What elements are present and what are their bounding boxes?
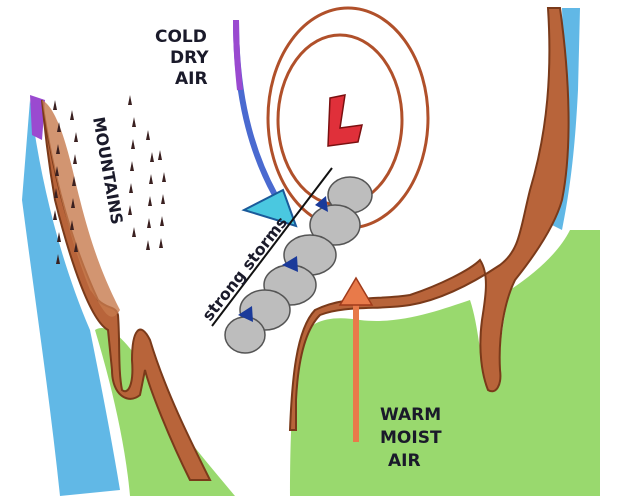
mountain-icon xyxy=(148,196,152,206)
warm-air-label-1: WARM xyxy=(380,405,441,425)
left-land-fill xyxy=(42,100,120,317)
mountain-icon xyxy=(149,174,153,184)
mountain-icon xyxy=(128,205,132,215)
mountain-icon xyxy=(160,216,164,226)
storm-cloud xyxy=(224,176,373,354)
mountain-icon xyxy=(150,152,154,162)
mountain-icon xyxy=(53,210,57,220)
mountain-icon xyxy=(56,144,60,154)
mountain-icon xyxy=(57,232,61,242)
warm-air-label-2: MOIST xyxy=(380,428,442,448)
mountain-icon xyxy=(158,150,162,160)
mountain-icon xyxy=(146,240,150,250)
right-grass-blank xyxy=(600,230,624,496)
mountain-icon xyxy=(129,183,133,193)
mountain-icon xyxy=(72,176,76,186)
cold-air-label-3: AIR xyxy=(175,69,208,89)
mountain-icon xyxy=(74,242,78,252)
cold-air-label-1: COLD xyxy=(155,27,207,47)
low-pressure-symbol xyxy=(327,94,363,147)
mountain-icon xyxy=(132,117,136,127)
mountain-icon xyxy=(162,172,166,182)
right-land xyxy=(288,7,570,431)
mountain-icon xyxy=(73,154,77,164)
mountain-icon xyxy=(130,161,134,171)
mountain-icon xyxy=(56,254,60,264)
right-grass xyxy=(290,230,624,496)
mountain-icon xyxy=(57,122,61,132)
mountain-icon xyxy=(159,238,163,248)
mountain-icon xyxy=(161,194,165,204)
mountain-icon xyxy=(71,198,75,208)
mountain-icon xyxy=(74,132,78,142)
mountain-icon xyxy=(70,110,74,120)
warm-air-label-3: AIR xyxy=(388,451,421,471)
front-triangle xyxy=(238,306,253,322)
mountain-icon xyxy=(132,227,136,237)
front-triangle xyxy=(282,256,298,272)
mountain-icon xyxy=(53,100,57,110)
cold-air-arrowhead xyxy=(241,188,298,228)
mountain-symbols xyxy=(53,95,166,264)
mountain-icon xyxy=(131,139,135,149)
mountain-icon xyxy=(55,166,59,176)
left-purple xyxy=(30,95,45,140)
mountain-icon xyxy=(147,218,151,228)
mountain-icon xyxy=(128,95,132,105)
cold-air-label-2: DRY xyxy=(170,48,209,68)
mountain-icon xyxy=(70,220,74,230)
left-water xyxy=(22,100,120,496)
cold-air-arrow-purple xyxy=(233,19,243,91)
mountain-icon xyxy=(146,130,150,140)
cold-front-line xyxy=(211,167,333,327)
front-triangle xyxy=(315,196,328,212)
warm-air-arrowhead xyxy=(338,276,374,306)
mountains-label: MOUNTAINS xyxy=(89,115,127,225)
mountain-icon xyxy=(54,188,58,198)
